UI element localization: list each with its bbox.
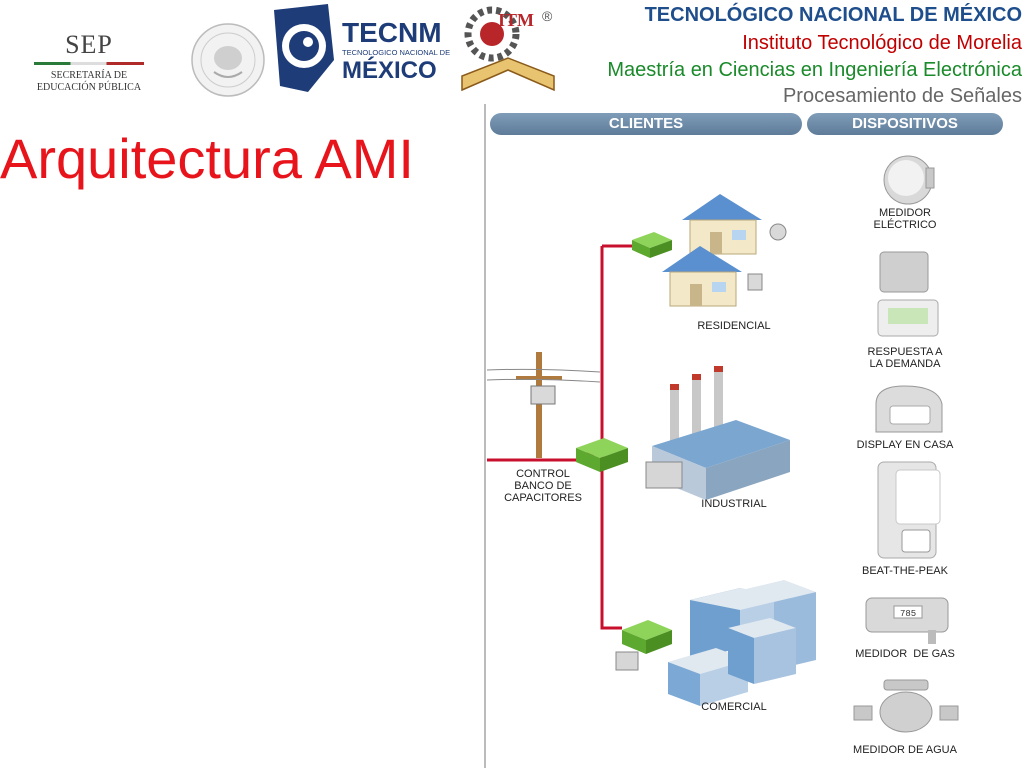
header-campus: Instituto Tecnológico de Morelia — [742, 32, 1022, 54]
slide-title: Arquitectura AMI — [0, 127, 414, 190]
tecnm-logo-line1: TECNM — [342, 17, 442, 48]
itm-logo: ITM — [461, 6, 555, 92]
comm-module-icon — [632, 232, 672, 258]
comm-module-icon — [576, 438, 628, 472]
label-industrial: INDUSTRIAL — [701, 498, 767, 510]
factory-icon — [645, 366, 790, 500]
header-institution: TECNOLÓGICO NACIONAL DE MÉXICO — [644, 4, 1022, 26]
home-display-icon — [875, 385, 943, 433]
device-label-beat-the-peak: BEAT-THE-PEAK — [840, 565, 970, 577]
sep-logo-name: SEP — [65, 30, 113, 59]
label-comercial: COMERCIAL — [701, 701, 767, 713]
sep-logo-subtitle: SECRETARÍA DE EDUCACIÓN PÚBLICA — [14, 70, 164, 94]
device-label-medidor-electrico: MEDIDOR ELÉCTRICO — [840, 207, 970, 231]
label-control-banco-capacitores: CONTROL BANCO DE CAPACITORES — [490, 468, 596, 504]
house-icon — [662, 246, 763, 307]
dispositivos-header: DISPOSITIVOS — [807, 113, 1003, 135]
device-label-line1: RESPUESTA A — [867, 346, 943, 358]
registered-mark: ® — [542, 8, 553, 24]
network-lines — [487, 244, 632, 630]
device-label-line1: DISPLAY EN CASA — [856, 439, 954, 451]
electric-meter-icon — [883, 155, 935, 205]
device-label-respuesta-demanda: RESPUESTA A LA DEMANDA — [840, 346, 970, 370]
tecnm-logo: TECNM TECNOLOGICO NACIONAL DE MÉXICO — [268, 0, 452, 100]
control-line3: CAPACITORES — [504, 492, 582, 504]
sep-logo-sub-line1: SECRETARÍA DE — [50, 70, 128, 81]
device-label-line1: BEAT-THE-PEAK — [862, 565, 948, 577]
commercial-buildings-icon — [615, 580, 816, 706]
comm-module-icon — [622, 620, 672, 654]
itm-logo-text: ITM — [498, 10, 534, 30]
tecnm-logo-line2: TECNOLOGICO NACIONAL DE — [342, 48, 450, 57]
sep-logo-stripe — [34, 62, 144, 65]
tecnm-logo-line3: MÉXICO — [342, 56, 437, 84]
label-residencial: RESIDENCIAL — [697, 320, 771, 332]
device-label-line2: ELÉCTRICO — [873, 219, 937, 231]
device-label-line1: MEDIDOR — [879, 207, 931, 219]
device-label-line1: MEDIDOR DE GAS — [855, 648, 955, 660]
control-line1: CONTROL — [516, 468, 570, 480]
mexican-seal-icon — [191, 23, 265, 97]
device-label-display-en-casa: DISPLAY EN CASA — [840, 439, 970, 451]
thermostat-icon — [877, 251, 939, 337]
outlet-device-icon — [877, 461, 941, 559]
gas-meter-reading: 785 — [900, 609, 916, 619]
clientes-header: CLIENTES — [490, 113, 802, 135]
utility-pole-icon — [486, 352, 601, 458]
header-course: Procesamiento de Señales — [782, 85, 1022, 105]
device-label-medidor-agua: MEDIDOR DE AGUA — [840, 744, 970, 756]
device-label-line2: LA DEMANDA — [869, 358, 941, 370]
sep-logo-sub-line2: EDUCACIÓN PÚBLICA — [36, 82, 142, 93]
house-icon — [682, 194, 787, 255]
water-meter-icon — [853, 679, 959, 733]
header-program: Maestría en Ciencias en Ingeniería Elect… — [607, 59, 1022, 81]
vertical-divider — [484, 104, 486, 768]
sep-logo: SEP SECRETARÍA DE EDUCACIÓN PÚBLICA — [14, 20, 164, 100]
device-label-medidor-gas: MEDIDOR DE GAS — [840, 648, 970, 660]
gas-meter-icon: 785 — [865, 597, 949, 644]
control-line2: BANCO DE — [514, 480, 572, 492]
device-label-line1: MEDIDOR DE AGUA — [853, 744, 957, 756]
